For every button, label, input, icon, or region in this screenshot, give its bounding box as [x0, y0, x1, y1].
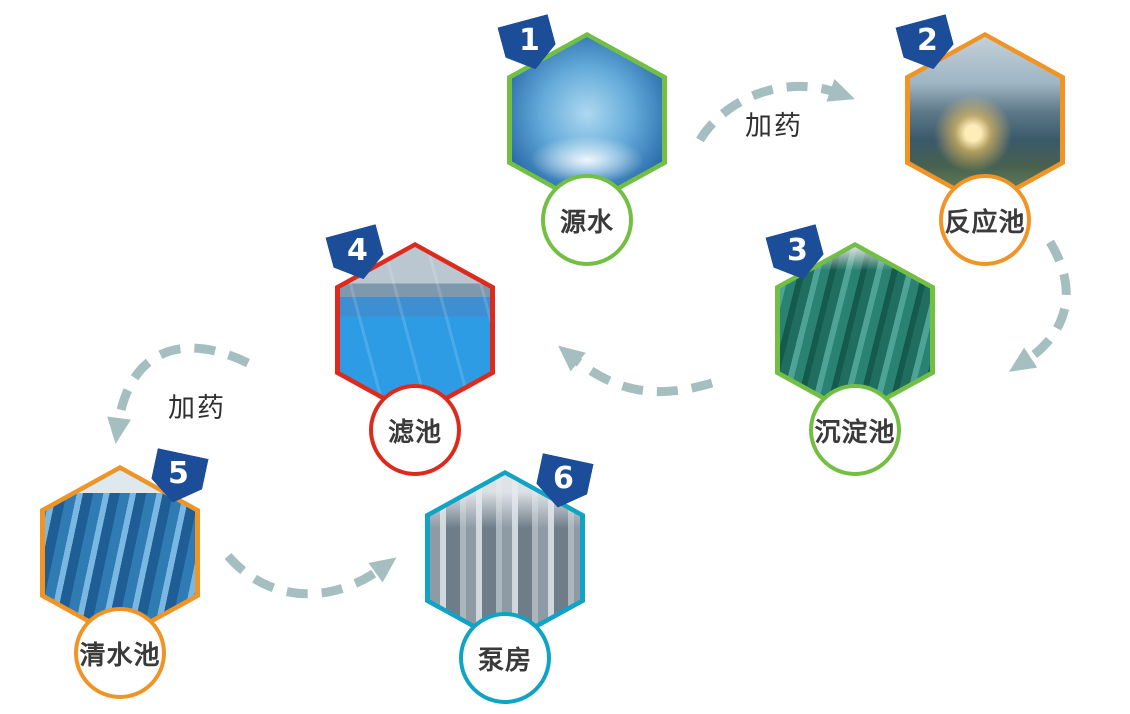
label-clear-water-pool: 清水池 [74, 607, 166, 699]
label-sedimentation-pool: 沉淀池 [809, 384, 901, 476]
step-6-number: 6 [552, 461, 574, 496]
edge-label-dosing-top: 加药 [745, 111, 803, 142]
label-pump-house: 泵房 [459, 612, 551, 704]
arrow-source-to-reaction [696, 79, 855, 143]
label-clear-water-pool-text: 清水池 [79, 640, 161, 671]
node-filter-pool: 4 滤池 [335, 242, 495, 478]
step-1-number: 1 [518, 23, 540, 58]
node-reaction-pool: 2 反应池 [905, 32, 1065, 268]
arrow-reaction-to-sedimentation [1008, 239, 1071, 372]
step-2-number: 2 [916, 23, 938, 58]
node-pump-house: 6 泵房 [425, 470, 585, 706]
step-3-number: 3 [786, 233, 808, 268]
label-source-water: 源水 [541, 174, 633, 266]
label-filter-pool-text: 滤池 [387, 417, 442, 448]
label-reaction-pool: 反应池 [939, 174, 1031, 266]
label-filter-pool: 滤池 [369, 384, 461, 476]
hexagon-border-pump-house [425, 470, 585, 646]
arrow-filter-to-clearwater [107, 343, 250, 444]
arrow-clearwater-to-pump [224, 553, 397, 599]
label-reaction-pool-text: 反应池 [944, 207, 1026, 238]
step-4-number: 4 [346, 233, 368, 268]
node-source-water: 1 源水 [507, 32, 667, 268]
node-sedimentation-pool: 3 沉淀池 [775, 242, 935, 478]
node-clear-water-pool: 5 清水池 [40, 465, 200, 701]
label-source-water-text: 源水 [559, 207, 614, 238]
step-5-number: 5 [167, 456, 189, 491]
label-pump-house-text: 泵房 [477, 645, 532, 676]
edge-label-dosing-left: 加药 [168, 393, 226, 424]
label-sedimentation-pool-text: 沉淀池 [814, 417, 896, 448]
arrow-sedimentation-to-filter [558, 345, 714, 397]
